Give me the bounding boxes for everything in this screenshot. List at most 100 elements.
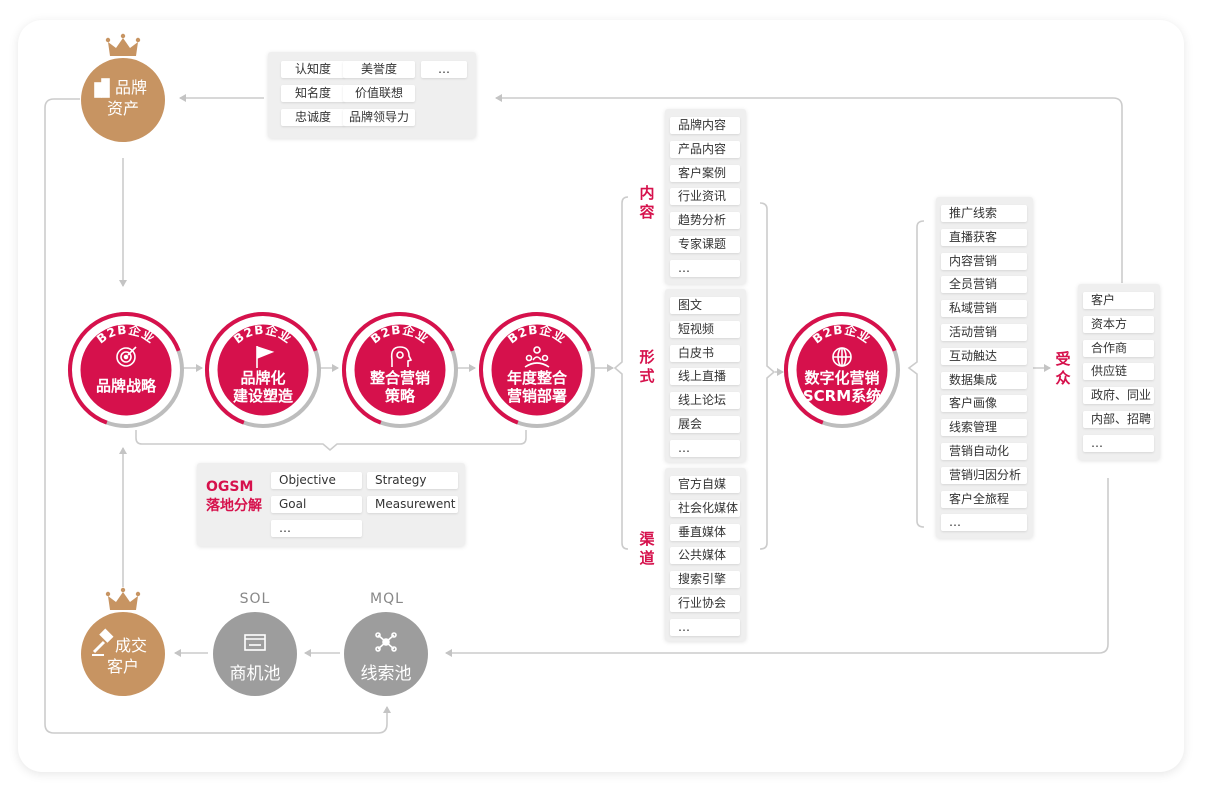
list-item: 趋势分析 bbox=[670, 212, 740, 230]
globe-icon bbox=[832, 347, 852, 367]
annual-deployment-line1: 年度整合 bbox=[506, 369, 567, 387]
lead-pool-caption: MQL bbox=[370, 591, 404, 607]
brand-strategy-node: B2B企业 品牌战略 bbox=[67, 311, 185, 429]
node-graphic bbox=[81, 33, 165, 142]
crown-icon bbox=[108, 592, 138, 610]
gavel-icon bbox=[92, 628, 114, 656]
ogsm-more: … bbox=[271, 520, 362, 537]
node-graphic bbox=[213, 612, 297, 696]
deal-customer-label: 成交 客户 bbox=[80, 635, 166, 677]
brand-metrics-panel: 认知度 美誉度 … 知名度 价值联想 忠诚度 品牌领导力 bbox=[268, 52, 476, 138]
list-item: 客户全旅程 bbox=[941, 490, 1027, 508]
list-item: 直播获客 bbox=[941, 228, 1027, 246]
scrm-node: B2B企业 数字化营销 SCRM系统 bbox=[783, 311, 901, 429]
group-left-brace bbox=[613, 196, 629, 550]
flag-icon bbox=[256, 346, 275, 368]
list-item: … bbox=[670, 259, 740, 277]
node-graphic bbox=[81, 587, 165, 696]
list-item: 公共媒体 bbox=[670, 547, 740, 565]
annual-deployment-node: B2B企业 年度整合 营销部署 bbox=[478, 311, 596, 429]
node-graphic: B2B企业 bbox=[784, 312, 900, 428]
channel-panel: 官方自媒社会化媒体垂直媒体公共媒体搜索引擎行业协会… bbox=[665, 468, 746, 641]
channel-group-label: 渠道 bbox=[639, 530, 655, 567]
box-icon bbox=[244, 634, 266, 651]
brand-strategy-label: 品牌战略 bbox=[95, 377, 156, 395]
scrm-line1: 数字化营销 bbox=[804, 369, 880, 387]
list-item: 图文 bbox=[670, 297, 740, 314]
lead-pool-node: 线索池 bbox=[343, 611, 429, 697]
ogsm-strategy: Strategy bbox=[367, 472, 458, 489]
network-icon bbox=[375, 632, 397, 652]
form-panel: 图文短视频白皮书线上直播线上论坛展会… bbox=[665, 289, 746, 462]
integrated-marketing-line1: 整合营销 bbox=[369, 369, 430, 387]
integrated-marketing-node: B2B企业 整合营销 策略 bbox=[341, 311, 459, 429]
list-item: 短视频 bbox=[670, 320, 740, 338]
building-icon bbox=[94, 78, 110, 98]
ogsm-title: OGSM bbox=[206, 479, 254, 495]
list-item: 线上直播 bbox=[670, 368, 740, 386]
list-item: 资本方 bbox=[1083, 315, 1154, 333]
list-item: 供应链 bbox=[1083, 363, 1154, 381]
list-item: 合作商 bbox=[1083, 339, 1154, 357]
deal-customer-line1: 成交 bbox=[114, 636, 147, 655]
list-item: 线上论坛 bbox=[670, 392, 740, 410]
list-item: 客户 bbox=[1083, 292, 1154, 309]
ogsm-objective: Objective bbox=[271, 472, 362, 489]
audience-panel: 客户资本方合作商供应链政府、同业内部、招聘… bbox=[1078, 284, 1160, 460]
list-item: 产品内容 bbox=[670, 140, 740, 158]
list-item: 活动营销 bbox=[941, 324, 1027, 341]
brand-building-node: B2B企业 品牌化 建设塑造 bbox=[204, 311, 322, 429]
deal-customer-line2: 客户 bbox=[106, 657, 139, 676]
content-panel: 品牌内容产品内容客户案例行业资讯趋势分析专家课题… bbox=[665, 109, 746, 284]
crown-icon bbox=[108, 38, 138, 56]
brand-building-line2: 建设塑造 bbox=[232, 387, 293, 405]
list-item: 白皮书 bbox=[670, 344, 740, 362]
node-graphic: B2B企业 bbox=[205, 312, 321, 428]
opportunity-pool-node: 商机池 bbox=[212, 611, 298, 697]
ogsm-subtitle: 落地分解 bbox=[206, 498, 262, 514]
brand-assets-line1: 品牌 bbox=[114, 78, 147, 97]
metric-reputation: 美誉度 bbox=[343, 61, 415, 78]
scrm-feature-panel: 推广线索直播获客内容营销全员营销私域营销活动营销互动触达数据集成客户画像线索管理… bbox=[936, 197, 1033, 538]
opportunity-pool-label: 商机池 bbox=[229, 664, 281, 684]
content-group-label: 内容 bbox=[639, 184, 655, 221]
list-item: 专家课题 bbox=[670, 236, 740, 253]
head-icon bbox=[390, 346, 413, 367]
brand-building-label: 品牌化 建设塑造 bbox=[204, 369, 322, 405]
brand-building-line1: 品牌化 bbox=[240, 369, 286, 387]
annual-deployment-line2: 营销部署 bbox=[506, 387, 567, 405]
list-item: 客户画像 bbox=[941, 395, 1027, 413]
scrm-left-brace bbox=[907, 220, 925, 528]
annual-deployment-label: 年度整合 营销部署 bbox=[478, 369, 596, 405]
brand-assets-label: 品牌 资产 bbox=[80, 77, 166, 119]
ogsm-bracket bbox=[135, 430, 527, 452]
ogsm-goal: Goal bbox=[271, 496, 362, 513]
bottom-return-arrow bbox=[445, 478, 1109, 657]
list-item: 互动触达 bbox=[941, 347, 1027, 365]
list-item: 营销自动化 bbox=[941, 443, 1027, 460]
form-group-label: 形式 bbox=[639, 348, 655, 385]
target-icon bbox=[116, 346, 137, 367]
brand-assets-node: 品牌 资产 bbox=[80, 33, 166, 144]
list-item: 营销归因分析 bbox=[941, 466, 1027, 484]
list-item: 行业协会 bbox=[670, 595, 740, 612]
group-right-brace bbox=[759, 202, 776, 550]
list-item: … bbox=[1083, 434, 1154, 452]
list-item: 搜索引擎 bbox=[670, 571, 740, 589]
list-item: 垂直媒体 bbox=[670, 523, 740, 541]
list-item: 内容营销 bbox=[941, 252, 1027, 270]
list-item: 线索管理 bbox=[941, 419, 1027, 437]
metric-more: … bbox=[421, 61, 467, 78]
integrated-marketing-label: 整合营销 策略 bbox=[341, 369, 459, 405]
people-icon bbox=[524, 346, 550, 368]
list-item: … bbox=[670, 439, 740, 457]
list-item: 客户案例 bbox=[670, 164, 740, 182]
ogsm-panel: OGSM 落地分解 Objective Strategy Goal Measur… bbox=[197, 463, 465, 546]
node-graphic bbox=[344, 612, 428, 696]
list-item: … bbox=[941, 514, 1027, 532]
metric-awareness: 认知度 bbox=[281, 61, 345, 78]
left-loop-arrow bbox=[44, 98, 391, 734]
audience-label: 受众 bbox=[1055, 350, 1071, 387]
list-item: 行业资讯 bbox=[670, 188, 740, 206]
